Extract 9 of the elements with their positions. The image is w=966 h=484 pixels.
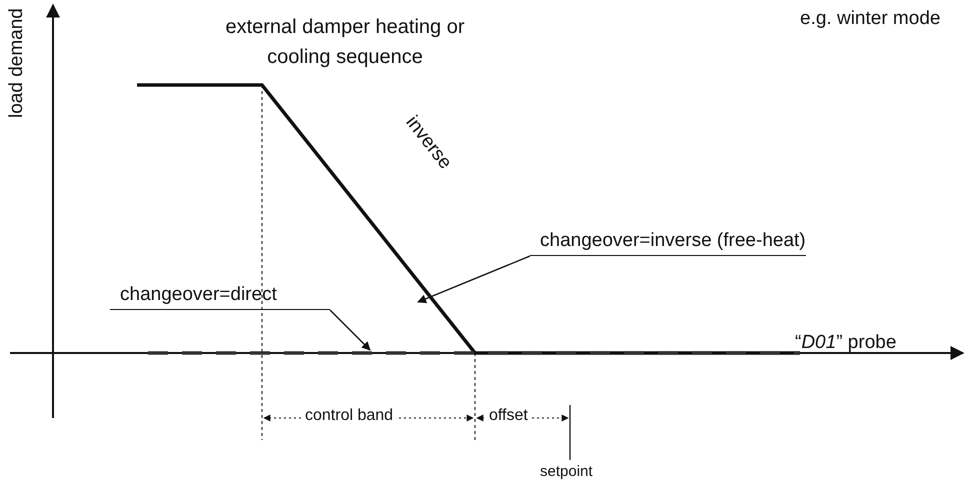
leader-line bbox=[417, 255, 530, 304]
callout-label: changeover=inverse (free-heat) bbox=[530, 230, 806, 256]
diagram-title: external damper heating or cooling sequence bbox=[224, 15, 466, 70]
axis-label: “D01” probe bbox=[795, 332, 896, 354]
setpoint-label: setpoint bbox=[540, 463, 593, 480]
callout-label: changeover=direct bbox=[110, 284, 330, 310]
mode-note: e.g. winter mode bbox=[800, 8, 940, 30]
leader-line bbox=[330, 310, 371, 351]
axis-title: load demand bbox=[6, 8, 28, 118]
